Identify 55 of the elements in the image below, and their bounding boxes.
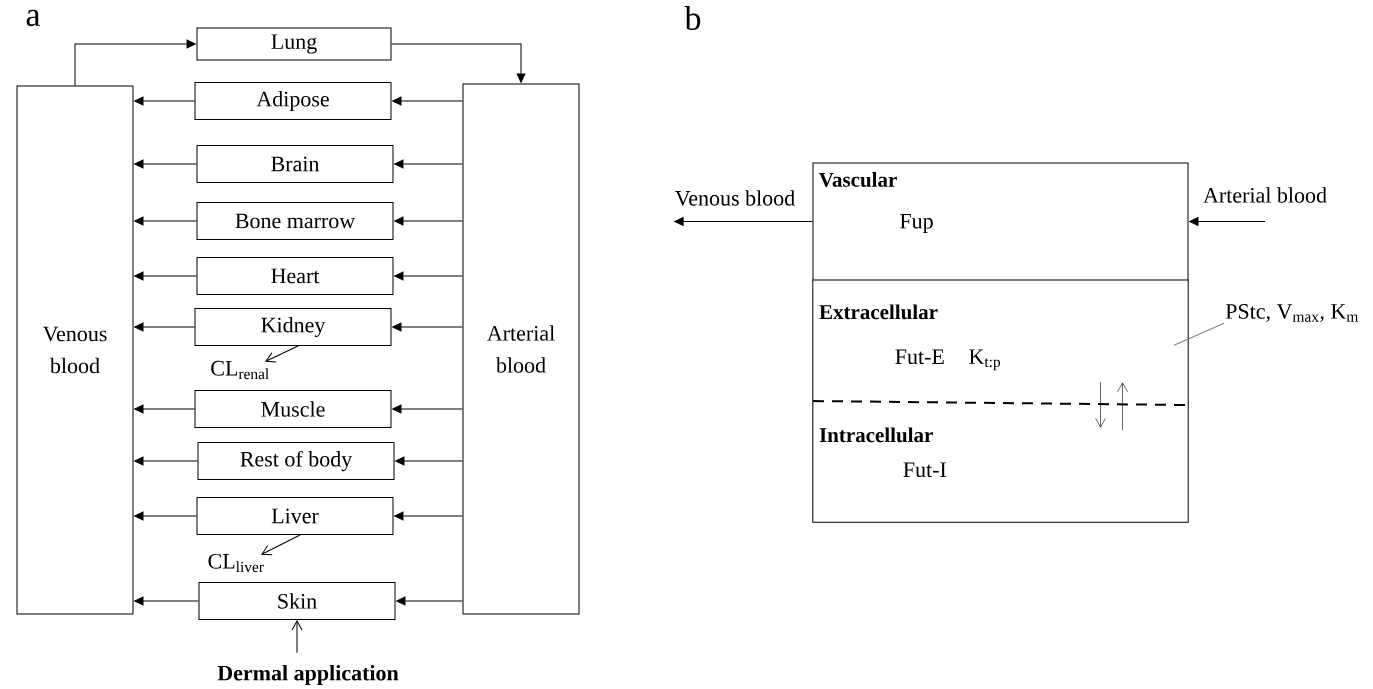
organ-box: Liver [196,497,394,535]
compartment-label: Vascular [818,172,897,187]
blood-box: Venous blood [16,85,134,615]
arrow [1189,217,1266,226]
organ-box: Skin [198,582,396,620]
arrow [392,322,463,332]
arrow [134,456,198,466]
arrow [261,534,301,556]
arrow [392,404,463,414]
arrow [74,39,196,86]
arrow [134,159,197,169]
organ-box: Brain [196,145,394,183]
organ-box: Adipose [194,82,392,120]
organ-box: Bone marrow [196,202,394,240]
panel-label: b [684,6,701,30]
flow-label: Venous blood [675,190,795,206]
arrow [394,271,463,281]
blood-box: Arterial blood [462,83,580,615]
leader-line [1173,322,1225,346]
parameter-label: Fut-E [895,349,944,365]
arrow [1095,381,1106,428]
arrow [134,96,195,106]
arrow [134,322,195,332]
organ-box: Muscle [194,390,392,428]
arrow [265,345,299,363]
arrow [396,596,463,606]
arrow [1117,382,1128,431]
arrow [394,216,463,226]
organ-box: Kidney [194,308,392,346]
arrow [394,159,463,169]
parameter-label: Fut-I [903,462,947,478]
clearance-label: CL$_{renal}$ [211,360,269,380]
flow-label: Arterial blood [1203,187,1327,203]
arrow [392,96,463,106]
panel-label: a [26,9,41,27]
arrow [134,216,197,226]
arrow [395,456,463,466]
input-label: Dermal application [217,665,399,685]
arrow [134,511,197,521]
parameter-label: PStc, V$_{max}$, K$_{m}$ [1225,304,1359,322]
arrow [134,404,195,414]
compartment-label: Intracellular [819,427,933,443]
arrow [291,620,303,654]
arrow [134,596,199,606]
organ-box: Rest of body [197,442,395,480]
organ-box: Heart [196,257,394,295]
parameter-label: K$_{t:p}$ [969,349,1001,371]
arrow [391,43,526,83]
clearance-label: CL$_{liver}$ [208,553,264,573]
parameter-label: Fup [900,213,933,234]
compartment-label: Extracellular [819,304,938,320]
arrow [674,217,813,226]
arrow [134,271,197,281]
organ-box: Lung [196,27,392,61]
arrow [394,511,463,521]
